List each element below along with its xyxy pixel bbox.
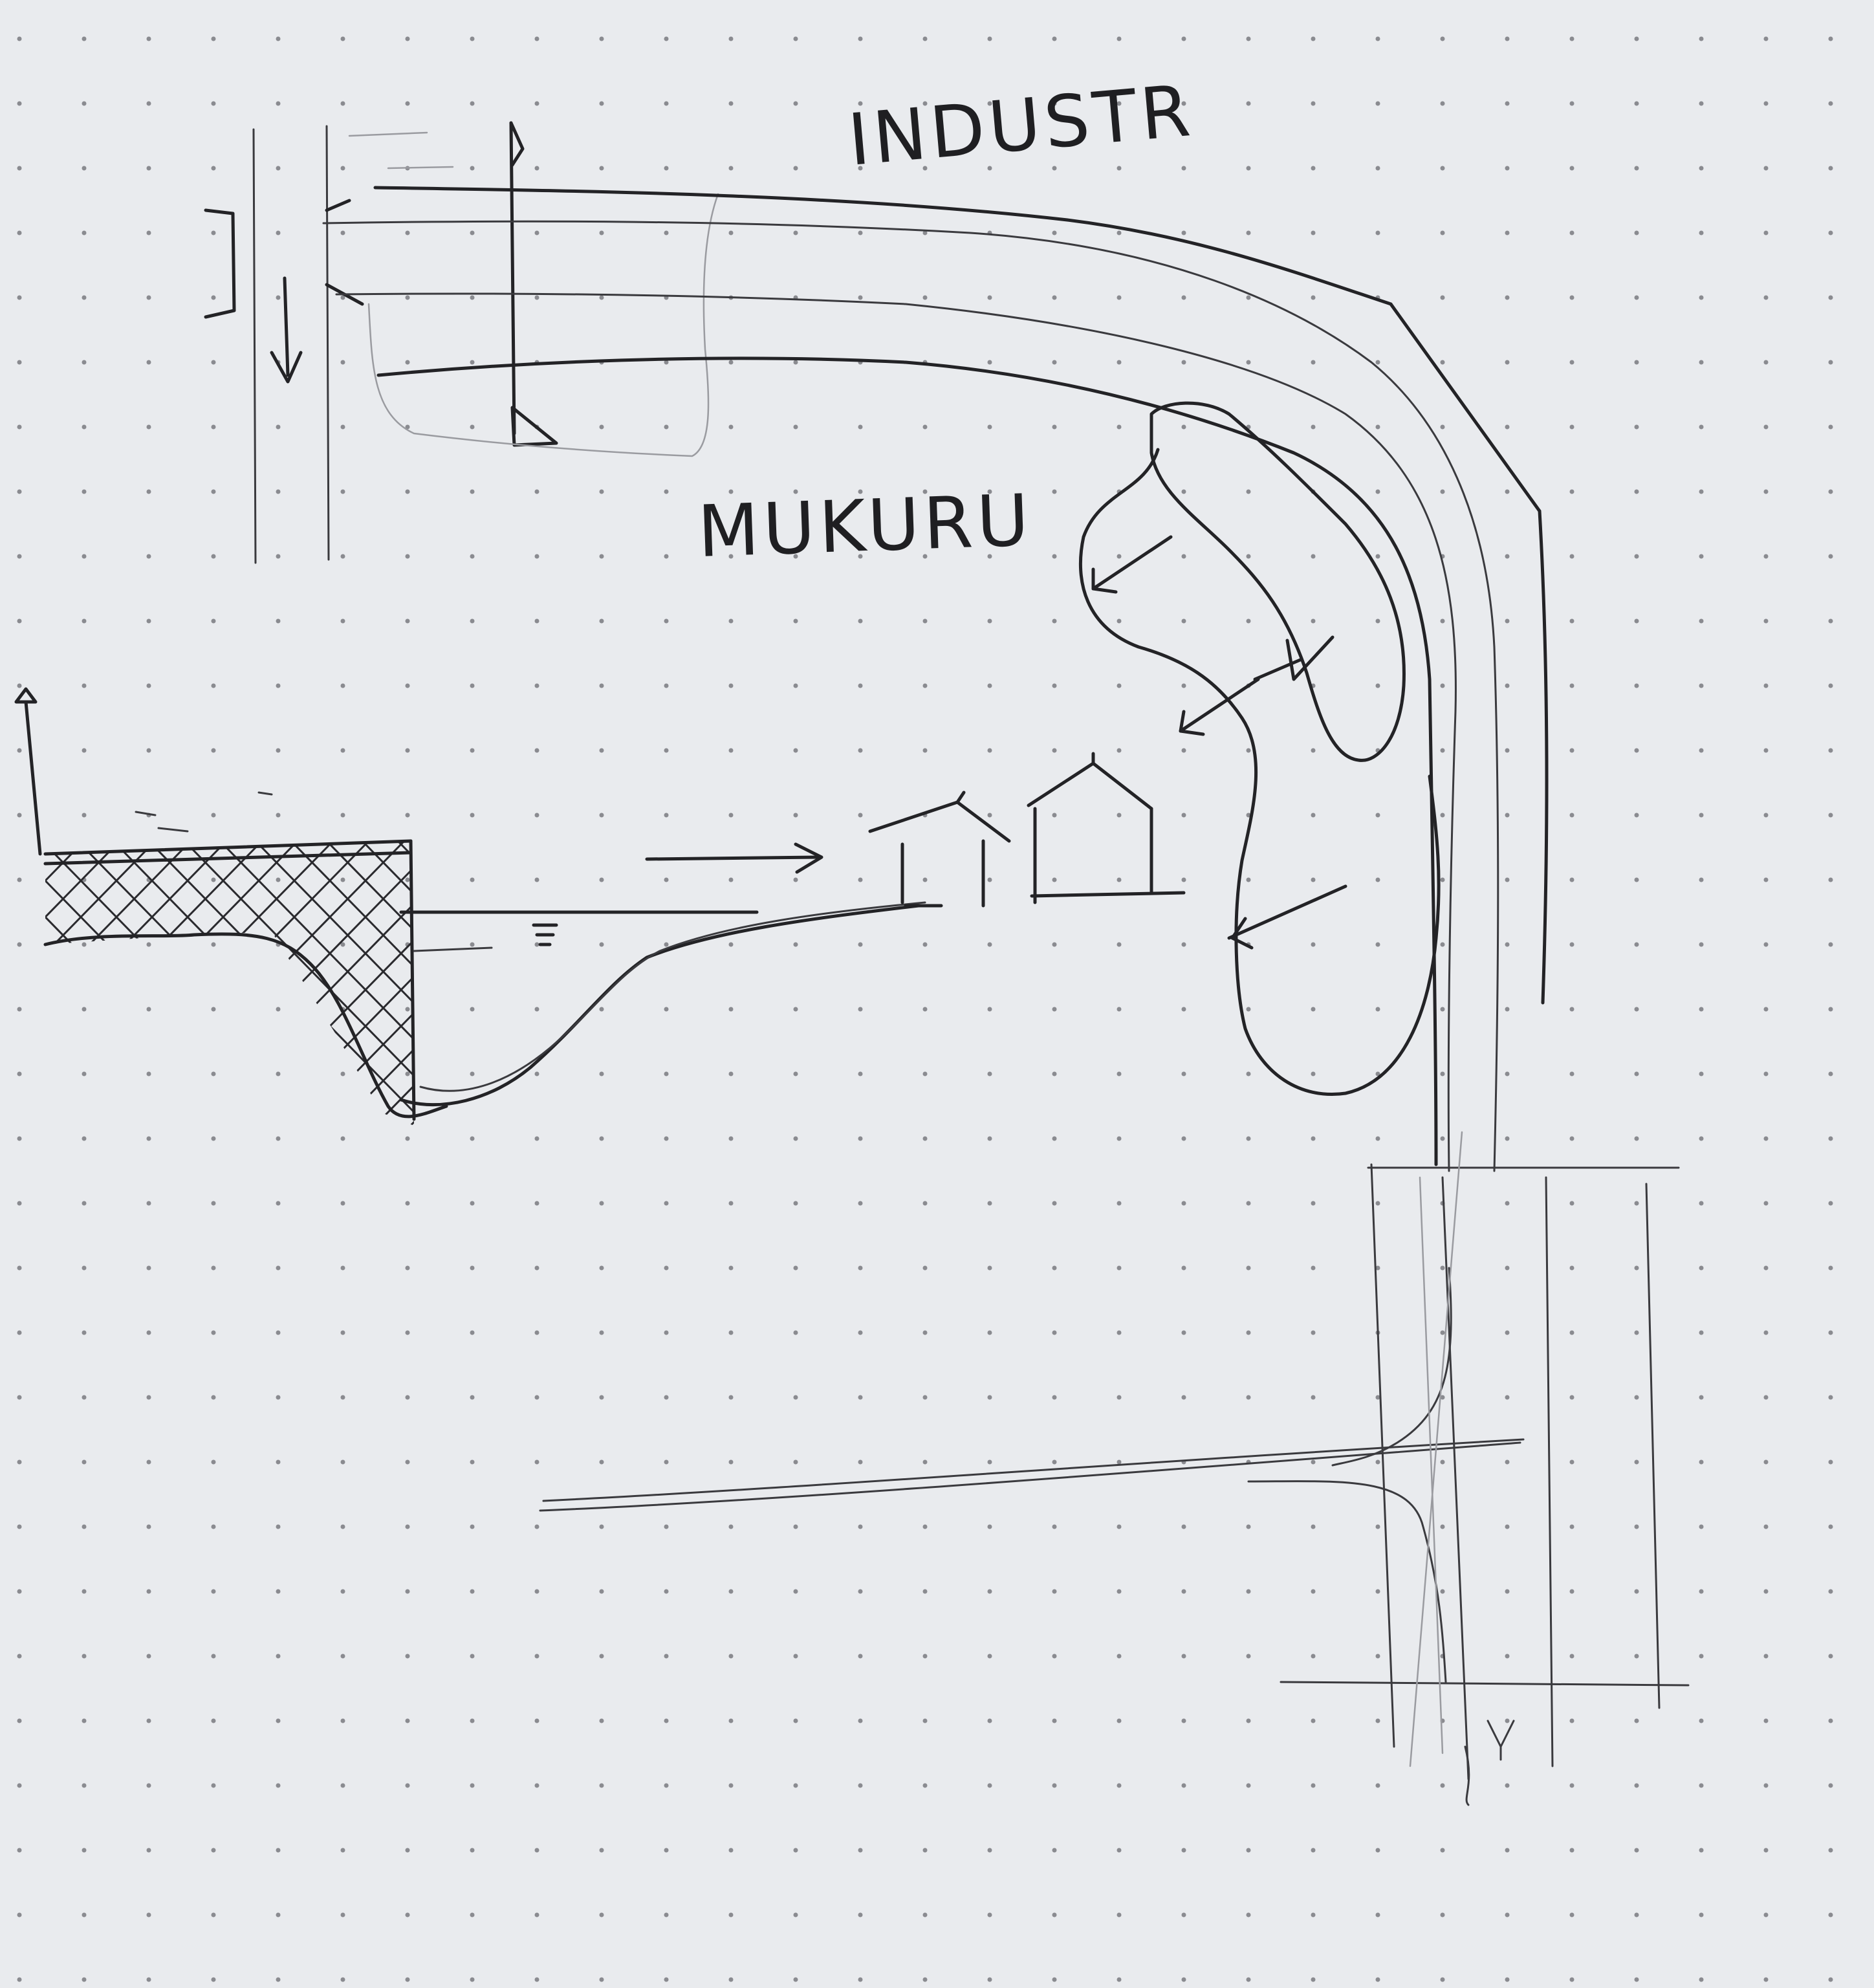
label-community: MUKURU [696,479,1034,573]
